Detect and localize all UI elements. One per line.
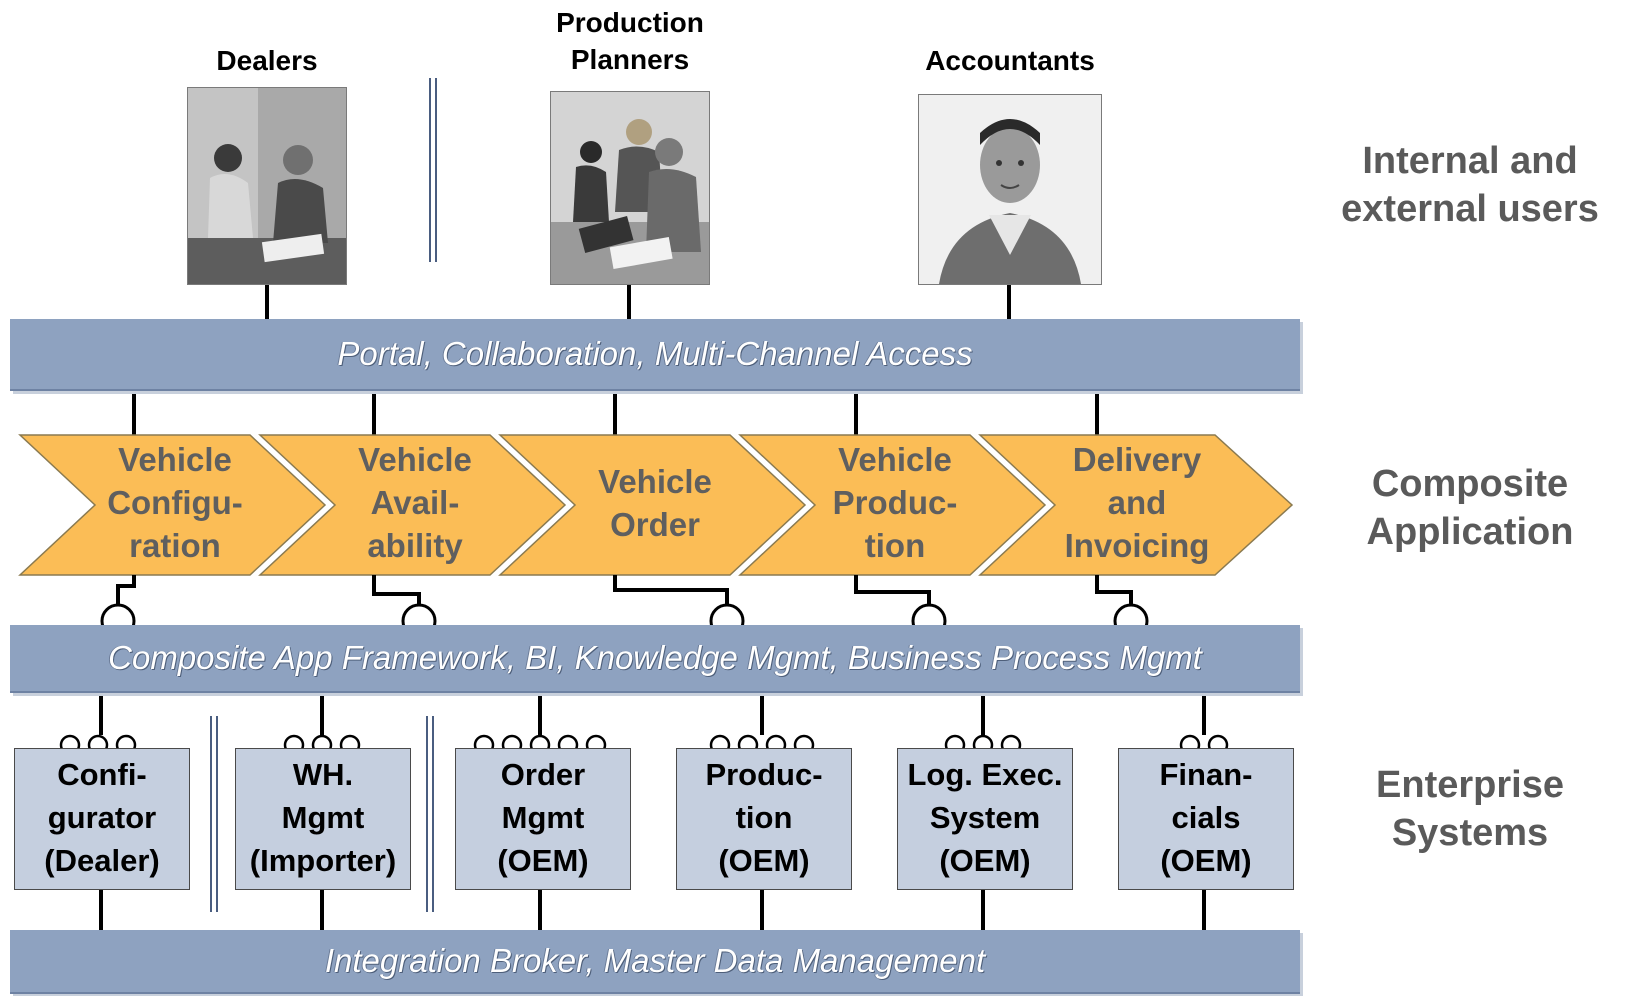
process-step-vehicle-configuration: Vehicle Configu- ration (107, 441, 243, 564)
chevron-2 (258, 434, 567, 576)
user-connectors (265, 283, 1011, 319)
portal-bar-label: Portal, Collaboration, Multi-Channel Acc… (337, 335, 973, 372)
framework-connectors (99, 695, 1206, 735)
chevron-3 (498, 434, 807, 576)
system-label-order-mgmt: Order Mgmt (OEM) (497, 757, 589, 878)
integration-bar: Integration Broker, Master Data Manageme… (10, 930, 1300, 994)
layer-label-enterprise: Enterprise Systems (1376, 764, 1564, 854)
portal-connectors (132, 391, 1099, 435)
separator-bottom-1 (210, 716, 218, 912)
framework-bar-label: Composite App Framework, BI, Knowledge M… (108, 639, 1202, 676)
system-box-log-exec: Log. Exec. System (OEM) (897, 748, 1073, 890)
user-label-accountants: Accountants (925, 45, 1095, 76)
user-label-dealers: Dealers (216, 45, 318, 76)
system-box-configurator: Confi- gurator (Dealer) (14, 748, 190, 890)
planners-photo-icon (551, 92, 709, 284)
system-label-wh-mgmt: WH. Mgmt (Importer) (249, 757, 397, 878)
process-step-vehicle-production: Vehicle Produc- tion (832, 441, 958, 564)
accountant-photo-icon (919, 95, 1101, 284)
user-label-production-planners: Production Planners (556, 7, 704, 75)
framework-bar: Composite App Framework, BI, Knowledge M… (10, 625, 1300, 693)
chevron-5 (978, 434, 1294, 576)
chevron-4 (738, 434, 1047, 576)
dealers-photo-icon (188, 88, 346, 284)
planners-photo (550, 91, 710, 285)
process-step-vehicle-availability: Vehicle Avail- ability (358, 441, 472, 564)
separator-top (429, 78, 437, 262)
process-step-delivery-invoicing: Delivery and Invoicing (1064, 441, 1210, 564)
accountant-photo (918, 94, 1102, 285)
integration-bar-label: Integration Broker, Master Data Manageme… (324, 942, 986, 979)
composite-lollipops (116, 575, 1133, 605)
integration-connectors (99, 890, 1206, 930)
system-label-financials: Finan- cials (OEM) (1159, 757, 1253, 878)
portal-bar: Portal, Collaboration, Multi-Channel Acc… (10, 319, 1300, 391)
system-box-financials: Finan- cials (OEM) (1118, 748, 1294, 890)
layer-label-users: Internal and external users (1341, 140, 1599, 230)
system-label-production: Produc- tion (OEM) (705, 757, 823, 878)
system-label-log-exec: Log. Exec. System (OEM) (907, 757, 1063, 878)
system-box-order-mgmt: Order Mgmt (OEM) (455, 748, 631, 890)
dealers-photo (187, 87, 347, 285)
process-chevrons (18, 434, 1294, 576)
chevron-1 (18, 434, 327, 576)
separator-bottom-2 (426, 716, 434, 912)
layer-label-composite: Composite Application (1366, 463, 1574, 553)
system-label-configurator: Confi- gurator (Dealer) (44, 757, 160, 878)
system-box-wh-mgmt: WH. Mgmt (Importer) (235, 748, 411, 890)
system-box-production: Produc- tion (OEM) (676, 748, 852, 890)
process-step-vehicle-order: Vehicle Order (598, 463, 712, 543)
